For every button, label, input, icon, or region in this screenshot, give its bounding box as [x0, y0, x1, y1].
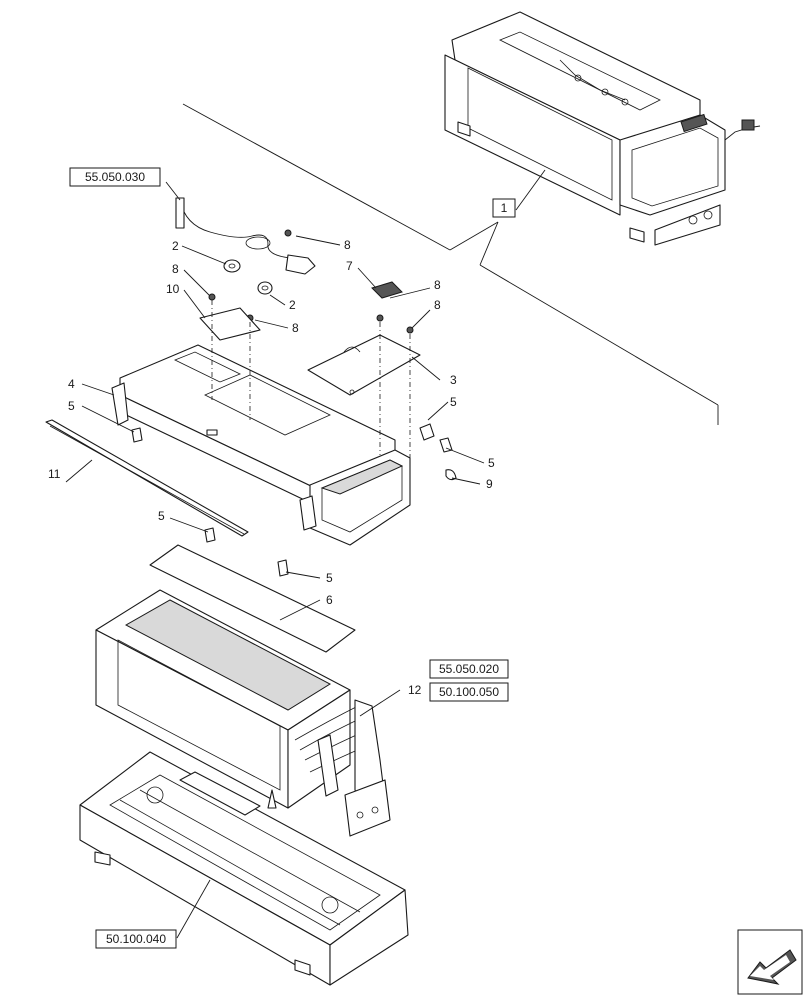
- callout-leaders: [65, 181, 485, 939]
- seal-strip: [45, 419, 249, 537]
- callout-8: 8: [344, 238, 351, 252]
- complete-unit-assembly: [444, 11, 761, 246]
- svg-text:50.100.040: 50.100.040: [106, 932, 166, 946]
- callout-5: 5: [326, 571, 333, 585]
- callout-12: 12: [408, 683, 422, 697]
- callout-2: 2: [289, 298, 296, 312]
- previous-page-arrow-icon[interactable]: [737, 929, 803, 995]
- callout-5: 5: [488, 456, 495, 470]
- callout-6: 6: [326, 593, 333, 607]
- reference-box-55-050-030[interactable]: 55.050.030: [69, 167, 161, 187]
- reference-box-assembly[interactable]: 1: [492, 198, 516, 218]
- svg-text:50.100.050: 50.100.050: [439, 685, 499, 699]
- callout-labels: 2 8 8 7 8 10 2 8 8 4 3 5 5 5 9 11 5 5 6 …: [48, 238, 495, 697]
- callout-7: 7: [346, 259, 353, 273]
- lower-drain-pan: [79, 751, 409, 986]
- svg-text:55.050.020: 55.050.020: [439, 662, 499, 676]
- callout-3: 3: [450, 373, 457, 387]
- svg-text:55.050.030: 55.050.030: [85, 170, 145, 184]
- callout-4: 4: [68, 377, 75, 391]
- callout-2: 2: [172, 239, 179, 253]
- spring-clips: [131, 423, 457, 577]
- insulation-pad: [149, 544, 356, 653]
- reference-box-50-100-050[interactable]: 50.100.050: [429, 682, 509, 702]
- callout-8: 8: [434, 278, 441, 292]
- callout-8: 8: [292, 321, 299, 335]
- assembly-leader-line: [515, 169, 546, 211]
- callout-11: 11: [48, 467, 61, 481]
- callout-9: 9: [486, 477, 493, 491]
- assembly-dash-lines: [211, 300, 411, 465]
- callout-10: 10: [166, 282, 180, 296]
- callout-8: 8: [434, 298, 441, 312]
- sensor-harness: [175, 197, 316, 275]
- evaporator-core: [95, 589, 391, 837]
- reference-box-50-100-040[interactable]: 50.100.040: [95, 929, 177, 949]
- callout-5: 5: [158, 509, 165, 523]
- small-clips-and-screws: [199, 229, 421, 396]
- upper-housing: [111, 344, 411, 546]
- assembly-boundary-line: [449, 221, 499, 251]
- assembly-boundary-line: [479, 264, 719, 406]
- callout-5: 5: [68, 399, 75, 413]
- svg-text:1: 1: [501, 201, 508, 215]
- reference-box-55-050-020[interactable]: 55.050.020: [429, 659, 509, 679]
- callout-5: 5: [450, 395, 457, 409]
- assembly-boundary-line: [182, 103, 451, 251]
- assembly-boundary-line: [479, 221, 499, 266]
- callout-8: 8: [172, 262, 179, 276]
